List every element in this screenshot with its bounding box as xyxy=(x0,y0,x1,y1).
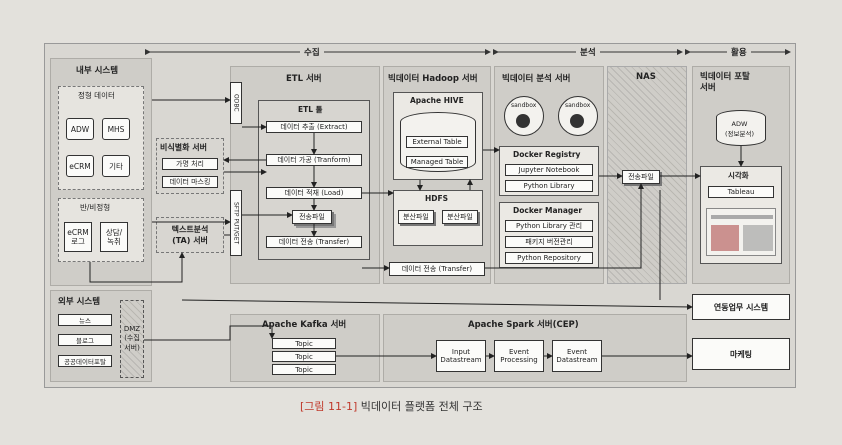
kafka-title: Apache Kafka 서버 xyxy=(262,320,347,330)
unstructured-data-title: 반/비정형 xyxy=(80,203,111,212)
gear-icon xyxy=(570,114,584,128)
adw-db: ADW xyxy=(66,118,94,140)
ecrm-log-db: eCRM 로그 xyxy=(64,222,92,252)
deid-title: 비식별화 서버 xyxy=(160,143,207,152)
consult-record-db: 상담/ 녹취 xyxy=(100,222,128,252)
hdfs-file-2: 분산파일 xyxy=(442,210,478,224)
python-repository: Python Repository xyxy=(505,252,593,264)
python-library-mgmt: Python Library 관리 xyxy=(505,220,593,232)
header-analyze: 분석 xyxy=(576,46,600,58)
jupyter-notebook: Jupyter Notebook xyxy=(505,164,593,176)
deid-masking: 데이터 마스킹 xyxy=(162,176,218,188)
tableau: Tableau xyxy=(708,186,774,198)
gear-icon xyxy=(516,114,530,128)
marketing: 마케팅 xyxy=(692,338,790,370)
external-blog: 블로그 xyxy=(58,334,112,346)
header-use: 활용 xyxy=(727,46,751,58)
header-collect: 수집 xyxy=(300,46,324,58)
hdfs-title: HDFS xyxy=(425,194,449,203)
sandbox-2-label: sandbox xyxy=(565,102,591,109)
kafka-topic-3: Topic xyxy=(272,364,336,375)
external-system-title: 외부 시스템 xyxy=(58,297,101,307)
dashboard-thumbnail xyxy=(706,208,776,256)
external-table: External Table xyxy=(406,136,468,148)
hive-title: Apache HIVE xyxy=(410,96,464,105)
structured-data-title: 정형 데이터 xyxy=(78,91,115,100)
spark-title: Apache Spark 서버(CEP) xyxy=(468,320,579,330)
spark-output: Event Datastream xyxy=(552,340,602,372)
viz-title: 시각화 xyxy=(728,171,749,180)
dashboard-bar xyxy=(711,215,773,219)
deid-pseudonym: 가명 처리 xyxy=(162,158,218,170)
portal-adw-label: ADW (정보분석) xyxy=(725,120,754,138)
dmz-collector: DMZ (수집서버) xyxy=(120,300,144,378)
managed-table: Managed Table xyxy=(406,156,468,168)
mhs-db: MHS xyxy=(102,118,130,140)
external-public-data: 공공데이터포탈 xyxy=(58,355,112,367)
kafka-topic-1: Topic xyxy=(272,338,336,349)
hadoop-title: 빅데이터 Hadoop 서버 xyxy=(388,74,478,84)
figure-caption: [그림 11-1] 빅데이터 플랫폼 전체 구조 xyxy=(300,398,483,414)
hdfs-file-1: 분산파일 xyxy=(398,210,434,224)
etl-extract: 데이터 추출 (Extract) xyxy=(266,121,362,133)
bottom-text-strip xyxy=(0,422,842,445)
dashboard-chart xyxy=(743,225,773,251)
analysis-title: 빅데이터 분석 서버 xyxy=(502,74,571,84)
nas-title: NAS xyxy=(636,72,656,82)
dashboard-chart xyxy=(711,225,739,251)
figure-title: 빅데이터 플랫폼 전체 구조 xyxy=(360,400,483,413)
docker-manager-title: Docker Manager xyxy=(513,206,583,215)
top-text-strip xyxy=(0,0,842,14)
link-system: 연동업무 시스템 xyxy=(692,294,790,320)
etl-server-title: ETL 서버 xyxy=(286,74,322,84)
etl-tool-title: ETL 툴 xyxy=(298,105,323,114)
python-library: Python Library xyxy=(505,180,593,192)
spark-input: Input Datastream xyxy=(436,340,486,372)
docker-registry-title: Docker Registry xyxy=(513,150,581,159)
figure-number: [그림 11-1] xyxy=(300,400,358,413)
external-news: 뉴스 xyxy=(58,314,112,326)
odbc-port: ODBC xyxy=(230,82,242,124)
kafka-topic-2: Topic xyxy=(272,351,336,362)
ta-server: 텍스트분석 (TA) 서버 xyxy=(156,217,224,253)
ecrm-db: eCRM xyxy=(66,155,94,177)
spark-processing: Event Processing xyxy=(494,340,544,372)
portal-adw-cylinder xyxy=(716,110,766,146)
etc-db: 기타 xyxy=(102,155,130,177)
sandbox-1-label: sandbox xyxy=(511,102,537,109)
internal-system-title: 내부 시스템 xyxy=(76,66,119,76)
package-version-mgmt: 패키지 버전관리 xyxy=(505,236,593,248)
portal-title: 빅데이터 포탈 서버 xyxy=(700,72,750,93)
